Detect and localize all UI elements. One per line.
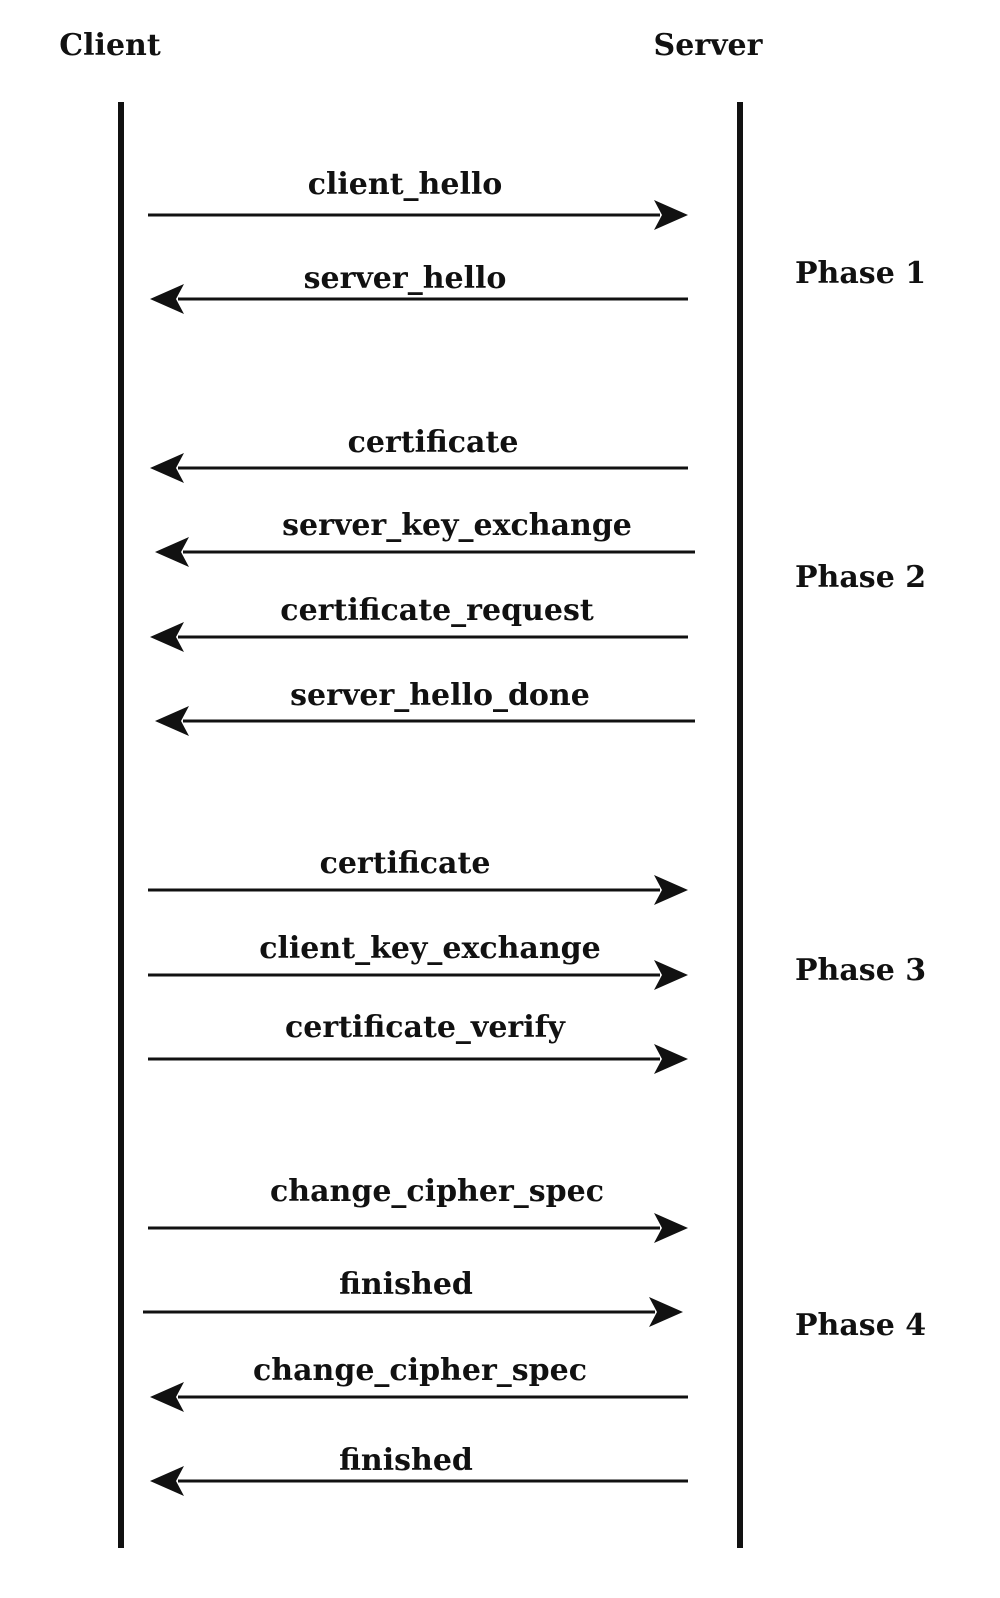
message-label: server_key_exchange (282, 508, 632, 543)
phase-3-label: Phase 3 (795, 953, 926, 988)
message-certificate-client: certificate (148, 846, 688, 905)
arrow-right-icon (654, 200, 688, 230)
message-label: change_cipher_spec (253, 1353, 587, 1388)
message-label: finished (339, 1267, 473, 1302)
server-actor-label: Server (654, 28, 764, 63)
phase-4-label: Phase 4 (795, 1308, 926, 1343)
arrow-right-icon (654, 1213, 688, 1243)
client-actor-label: Client (59, 28, 161, 63)
message-label: client_hello (308, 167, 503, 202)
arrow-right-icon (649, 1297, 683, 1327)
arrow-left-icon (150, 1382, 184, 1412)
arrow-left-icon (155, 706, 189, 736)
arrow-left-icon (150, 1466, 184, 1496)
message-label: server_hello_done (290, 678, 590, 713)
message-server-hello: server_hello (150, 261, 688, 314)
message-server-hello-done: server_hello_done (155, 678, 695, 736)
message-finished-client: finished (143, 1267, 683, 1327)
message-certificate-verify: certificate_verify (148, 1010, 688, 1074)
message-change-cipher-spec-client: change_cipher_spec (148, 1174, 688, 1243)
message-certificate-server: certificate (150, 425, 688, 483)
arrow-left-icon (150, 622, 184, 652)
message-label: certificate (320, 846, 491, 881)
message-client-hello: client_hello (148, 167, 688, 230)
message-label: certificate_request (280, 593, 594, 628)
message-certificate-request: certificate_request (150, 593, 688, 652)
phase-2-label: Phase 2 (795, 560, 926, 595)
phase-1-label: Phase 1 (795, 256, 926, 291)
message-label: client_key_exchange (259, 931, 600, 966)
arrow-right-icon (654, 1044, 688, 1074)
arrow-left-icon (150, 453, 184, 483)
arrow-left-icon (155, 537, 189, 567)
message-label: change_cipher_spec (270, 1174, 604, 1209)
message-label: certificate_verify (285, 1010, 567, 1045)
message-label: certificate (348, 425, 519, 460)
message-change-cipher-spec-server: change_cipher_spec (150, 1353, 688, 1412)
message-server-key-exchange: server_key_exchange (155, 508, 695, 567)
arrow-right-icon (654, 875, 688, 905)
message-label: server_hello (304, 261, 507, 296)
arrow-right-icon (654, 960, 688, 990)
message-finished-server: finished (150, 1443, 688, 1496)
message-label: finished (339, 1443, 473, 1478)
arrow-left-icon (150, 284, 184, 314)
message-client-key-exchange: client_key_exchange (148, 931, 688, 990)
